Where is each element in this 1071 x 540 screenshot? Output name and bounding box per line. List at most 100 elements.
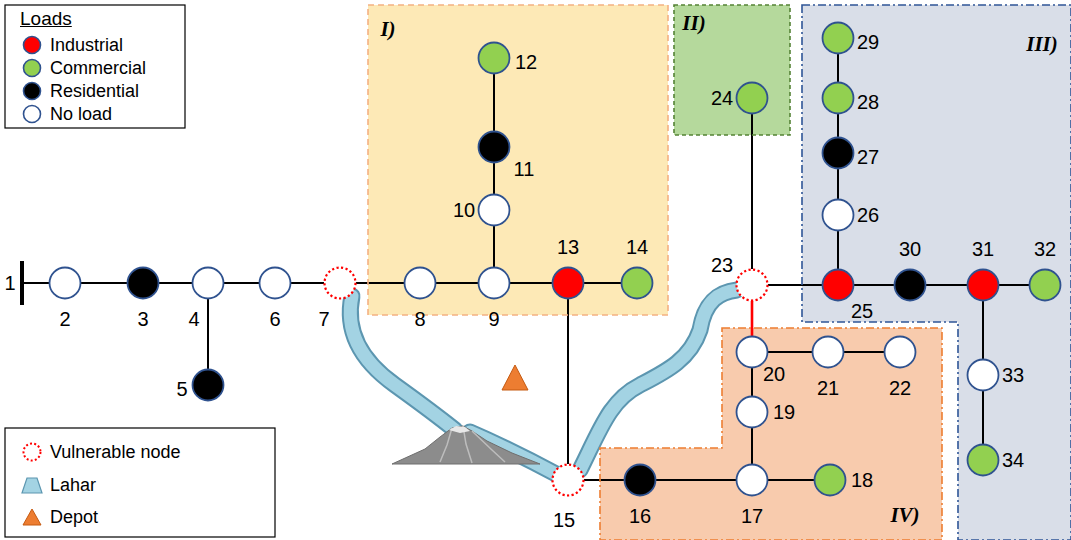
- node-circle: [48, 266, 82, 300]
- legend-swatch: [24, 106, 41, 123]
- region-label: IV): [890, 504, 919, 527]
- feeder-line: [837, 54, 839, 82]
- feeder-line: [224, 282, 259, 284]
- node-circle-shape: [895, 270, 926, 301]
- load-node: 7: [323, 266, 357, 300]
- load-node: 22: [883, 335, 917, 369]
- legend-sample: [22, 104, 42, 124]
- feeder-line: [751, 301, 754, 336]
- node-circle: [966, 443, 1000, 477]
- node-circle: [258, 266, 292, 300]
- region-label: I): [380, 18, 395, 41]
- node-circle: [966, 268, 1000, 302]
- node-circle-shape: [479, 195, 510, 226]
- legend-text: Residential: [50, 80, 139, 102]
- feeder-line: [356, 282, 404, 284]
- node-circle-shape: [737, 397, 768, 428]
- node-circle-shape: [823, 200, 854, 231]
- node-circle-shape: [968, 270, 999, 301]
- region-fill: [674, 5, 790, 135]
- feeder-line: [493, 163, 495, 194]
- legend-frame: [5, 428, 275, 537]
- feeder-line: [751, 114, 753, 269]
- node-circle-shape: [553, 268, 584, 299]
- node-circle: [735, 81, 769, 115]
- node-circle: [620, 266, 654, 300]
- legend-sample: [22, 35, 42, 55]
- legend-sample: [22, 81, 42, 101]
- node-number: 16: [629, 505, 651, 527]
- node-circle: [735, 395, 769, 429]
- feeder-line: [844, 351, 884, 353]
- node-number: 24: [711, 87, 733, 109]
- node-number: 27: [857, 146, 879, 168]
- node-circle: [551, 266, 585, 300]
- legend-text: Commercial: [50, 57, 146, 79]
- node-circle-shape: [128, 268, 159, 299]
- feeder-line: [751, 368, 753, 396]
- depot-symbol: [502, 365, 528, 390]
- legend-text: Depot: [50, 506, 98, 528]
- load-node: 23: [735, 268, 769, 302]
- load-node: 25: [821, 268, 855, 302]
- load-node: 3: [126, 266, 160, 300]
- load-node: 19: [735, 395, 769, 429]
- region-label: II): [682, 12, 705, 35]
- zone-region: III)25262728293031323334: [802, 5, 1071, 540]
- node-circle: [551, 463, 585, 497]
- node-circle-shape: [815, 465, 846, 496]
- node-circle-shape: [737, 337, 768, 368]
- node-number: 1: [4, 272, 15, 294]
- node-circle: [477, 193, 511, 227]
- node-number: 29: [857, 31, 879, 53]
- load-node: 5: [191, 368, 225, 402]
- node-number: 2: [59, 308, 70, 330]
- node-number: 11: [514, 158, 535, 180]
- feeder-line: [291, 282, 324, 284]
- node-number: 17: [741, 505, 763, 527]
- legend-sample: [22, 58, 42, 78]
- legend-text: Vulnerable node: [50, 441, 180, 463]
- substation-bus: 1: [20, 261, 24, 305]
- node-number: 34: [1002, 449, 1024, 471]
- legend-entry: Residential: [0, 80, 260, 102]
- node-number: 15: [553, 509, 575, 531]
- node-circle: [966, 358, 1000, 392]
- node-circle-shape: [325, 268, 356, 299]
- feeder-line: [837, 114, 839, 137]
- node-number: 19: [773, 401, 795, 423]
- legend-text: No load: [50, 103, 112, 125]
- region-fill: [600, 328, 942, 540]
- node-circle: [191, 266, 225, 300]
- region-border: [368, 5, 668, 315]
- node-circle: [477, 130, 511, 164]
- feeder-line: [854, 284, 894, 286]
- load-node: 13: [551, 266, 585, 300]
- node-circle: [813, 463, 847, 497]
- load-node: 34: [966, 443, 1000, 477]
- region-border: [600, 328, 942, 540]
- node-circle-shape: [479, 43, 510, 74]
- feeder-line: [768, 479, 814, 481]
- feeder-line: [982, 301, 984, 359]
- feeder-line: [837, 169, 839, 199]
- legend-swatch: [24, 60, 41, 77]
- zone-region: II) 24: [674, 5, 790, 135]
- feeder-line: [436, 282, 478, 284]
- lahar-flow: [350, 290, 737, 474]
- region-border: [674, 5, 790, 135]
- load-node: 15: [551, 463, 585, 497]
- node-circle: [821, 21, 855, 55]
- region-label: III): [1026, 33, 1058, 56]
- node-number: 12: [515, 51, 537, 73]
- node-number: 8: [414, 308, 425, 330]
- node-circle-shape: [1030, 270, 1061, 301]
- load-node: 20: [735, 335, 769, 369]
- region-border: [802, 5, 1071, 540]
- legend-entry: Commercial: [0, 57, 260, 79]
- node-circle-shape: [479, 132, 510, 163]
- node-circle: [477, 41, 511, 75]
- node-number: 25: [851, 300, 873, 322]
- zone-region: I)891011121314: [368, 5, 668, 315]
- node-number: 5: [176, 378, 187, 400]
